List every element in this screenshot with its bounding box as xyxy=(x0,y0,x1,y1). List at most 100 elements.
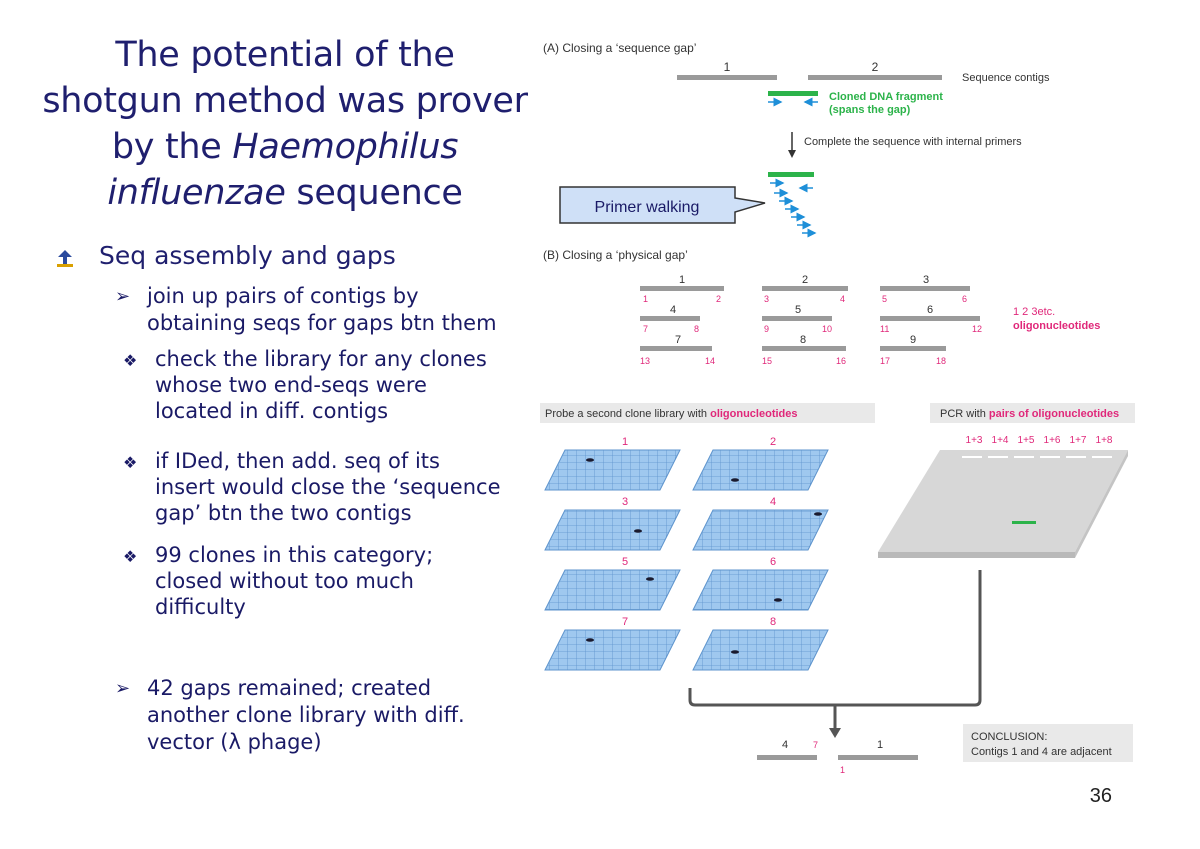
title-italic-1: Haemophilus xyxy=(232,127,459,167)
svg-text:5: 5 xyxy=(882,294,887,304)
svg-text:7: 7 xyxy=(675,334,681,346)
library-plate xyxy=(544,509,681,551)
result-contig-4-bar xyxy=(757,755,817,760)
bullet-main-heading: Seq assembly and gaps xyxy=(99,241,396,270)
positive-clone-dot xyxy=(731,650,739,654)
gap-closing-figure: (A) Closing a ‘sequence gap’ 1 2 Sequenc… xyxy=(540,41,1135,775)
pcr-lane-label: 1+4 xyxy=(992,435,1009,446)
svg-text:2: 2 xyxy=(716,294,721,304)
diamond-bullet-icon: ❖ xyxy=(123,351,138,370)
contig-block-right: 3 5 6 6 11 12 9 17 18 xyxy=(880,274,982,366)
detail-2-line-1: if IDed, then add. seq of its xyxy=(155,449,440,473)
svg-text:2: 2 xyxy=(802,274,808,286)
detail-3-line-2: closed without too much xyxy=(155,569,414,593)
svg-text:16: 16 xyxy=(836,356,846,366)
sub-bullet-2-line-3: vector (λ phage) xyxy=(147,730,322,754)
pcr-gel xyxy=(878,450,1128,558)
pcr-well xyxy=(1066,456,1086,458)
svg-text:5: 5 xyxy=(795,304,801,316)
callout-text: Primer walking xyxy=(595,199,700,216)
positive-clone-dot xyxy=(814,512,822,516)
cloned-fragment-sublabel: (spans the gap) xyxy=(829,104,911,116)
internal-primers-label: Complete the sequence with internal prim… xyxy=(804,136,1022,148)
detail-3-line-1: 99 clones in this category; xyxy=(155,543,434,567)
plate-label: 7 xyxy=(622,616,628,628)
sub-bullet-2-line-2: another clone library with diff. xyxy=(147,703,465,727)
svg-text:14: 14 xyxy=(705,356,715,366)
pcr-well xyxy=(962,456,982,458)
contig-block-middle: 2 3 4 5 9 10 8 15 16 xyxy=(762,274,848,366)
conclusion-line-1: CONCLUSION: xyxy=(971,731,1047,743)
pcr-lane-labels: 1+3 1+4 1+5 1+6 1+7 1+8 xyxy=(966,435,1113,446)
conclusion-line-2: Contigs 1 and 4 are adjacent xyxy=(971,746,1112,758)
svg-text:9: 9 xyxy=(910,334,916,346)
bullet-arrow-icon xyxy=(57,250,73,267)
slide-title: The potential of the shotgun method was … xyxy=(40,32,530,216)
cloned-fragment-bar xyxy=(768,91,818,96)
positive-clone-dot xyxy=(774,598,782,602)
result-oligo-left: 7 xyxy=(813,740,818,750)
conclusion-box xyxy=(963,724,1133,762)
result-contig-right: 1 xyxy=(877,739,883,751)
plate-label: 1 xyxy=(622,436,628,448)
pcr-well xyxy=(1014,456,1034,458)
svg-text:4: 4 xyxy=(670,304,676,316)
positive-clone-dot xyxy=(586,458,594,462)
plate-label: 2 xyxy=(770,436,776,448)
result-oligo-right: 1 xyxy=(840,765,845,775)
plate-label: 5 xyxy=(622,556,628,568)
cloned-fragment-label: Cloned DNA fragment xyxy=(829,91,943,103)
svg-text:1: 1 xyxy=(679,274,685,286)
pcr-lane-label: 1+3 xyxy=(966,435,983,446)
sequence-contigs-label: Sequence contigs xyxy=(962,72,1050,84)
oligo-legend-line-2: oligonucleotides xyxy=(1013,320,1100,332)
svg-text:12: 12 xyxy=(972,324,982,334)
diamond-bullet-icon: ❖ xyxy=(123,453,138,472)
library-plate xyxy=(692,509,829,551)
detail-2-line-2: insert would close the ‘sequence xyxy=(155,475,501,499)
chevron-bullet-icon: ➢ xyxy=(115,678,131,699)
sub-bullet-1-line-2: obtaining seqs for gaps btn them xyxy=(147,311,497,335)
pcr-well xyxy=(1092,456,1112,458)
pcr-heading-band xyxy=(930,403,1135,423)
contig-1-bar xyxy=(677,75,777,80)
title-line-4: sequence xyxy=(296,173,463,213)
title-italic-2: influenzae xyxy=(107,173,286,213)
pcr-lane-label: 1+7 xyxy=(1070,435,1087,446)
oligo-legend-line-1: 1 2 3etc. xyxy=(1013,306,1055,318)
detail-1-line-2: whose two end-seqs were xyxy=(155,373,427,397)
svg-text:7: 7 xyxy=(643,324,648,334)
library-plate xyxy=(544,569,681,611)
svg-text:13: 13 xyxy=(640,356,650,366)
pcr-lane-label: 1+5 xyxy=(1018,435,1035,446)
svg-text:4: 4 xyxy=(840,294,845,304)
chevron-bullet-icon: ➢ xyxy=(115,286,131,307)
svg-text:18: 18 xyxy=(936,356,946,366)
pcr-heading: PCR with pairs of oligonucleotides xyxy=(940,408,1119,420)
contig-1-label: 1 xyxy=(724,60,731,74)
panel-b-title: (B) Closing a ‘physical gap’ xyxy=(543,248,688,262)
contig-2-bar xyxy=(808,75,942,80)
probe-heading: Probe a second clone library with oligon… xyxy=(545,408,798,420)
pcr-lane-label: 1+6 xyxy=(1044,435,1061,446)
svg-text:10: 10 xyxy=(822,324,832,334)
pcr-band xyxy=(1012,521,1036,524)
library-plate xyxy=(692,569,829,611)
sub-bullet-2-line-1: 42 gaps remained; created xyxy=(147,676,432,700)
svg-text:6: 6 xyxy=(927,304,933,316)
page-number: 36 xyxy=(1089,785,1112,807)
pcr-lane-label: 1+8 xyxy=(1096,435,1113,446)
probe-heading-band xyxy=(540,403,875,423)
pcr-well xyxy=(988,456,1008,458)
pcr-well xyxy=(1040,456,1060,458)
positive-clone-dot xyxy=(731,478,739,482)
svg-text:6: 6 xyxy=(962,294,967,304)
plate-label: 8 xyxy=(770,616,776,628)
title-line-1: The potential of the xyxy=(115,35,455,75)
plate-label: 3 xyxy=(622,496,628,508)
detail-3-line-3: difficulty xyxy=(155,595,246,619)
svg-text:8: 8 xyxy=(694,324,699,334)
svg-text:15: 15 xyxy=(762,356,772,366)
svg-text:1: 1 xyxy=(643,294,648,304)
